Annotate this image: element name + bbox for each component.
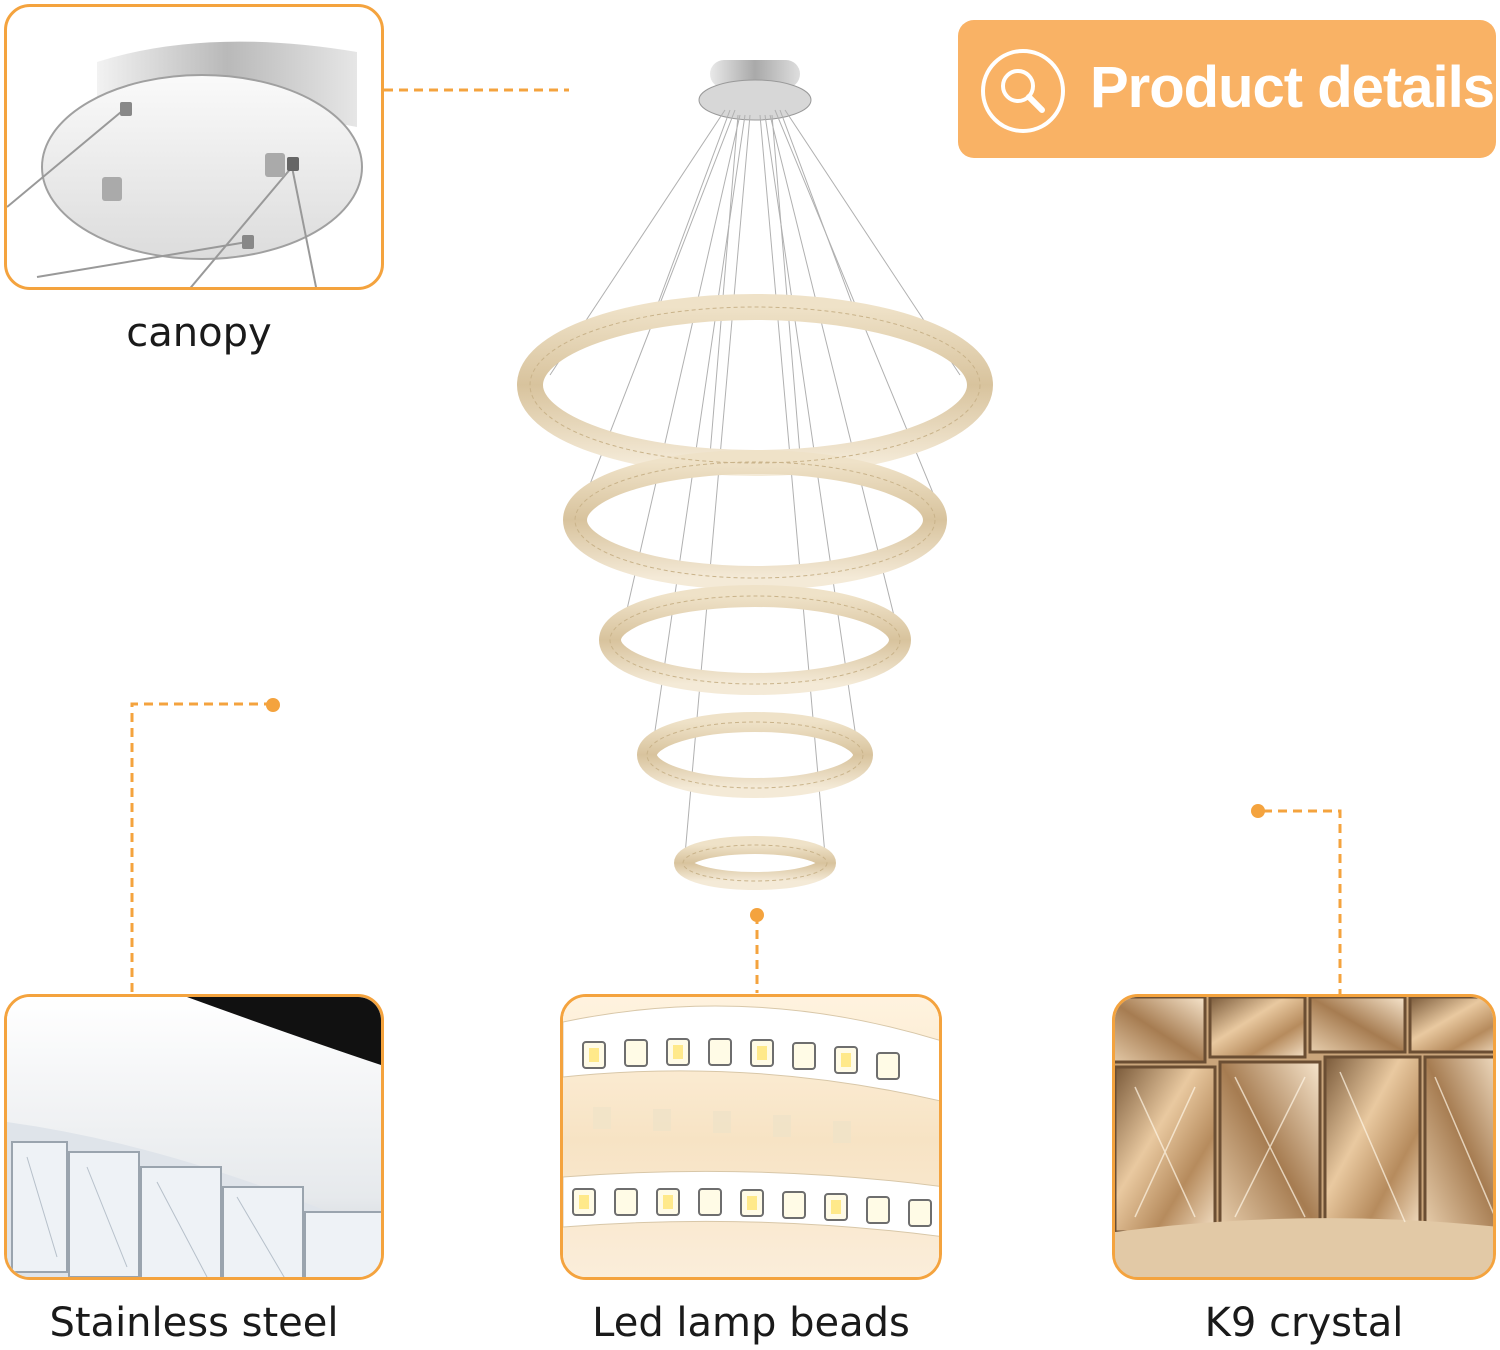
canopy-illustration xyxy=(7,41,363,287)
steel-connector-dot xyxy=(266,698,280,712)
k9-crystal-callout-image xyxy=(1112,994,1496,1280)
stainless-steel-illustration xyxy=(7,997,381,1277)
canopy-callout-image xyxy=(4,4,384,290)
led-beads-caption: Led lamp beads xyxy=(592,1300,910,1346)
steel-connector-line xyxy=(130,702,272,992)
crystal-illustration xyxy=(1115,997,1493,1277)
led-strip-illustration xyxy=(563,997,939,1277)
crystal-connector-line xyxy=(1263,809,1342,997)
canopy-connector-line xyxy=(384,88,569,92)
stainless-steel-callout-image xyxy=(4,994,384,1280)
led-beads-callout-image xyxy=(560,994,942,1280)
crystal-connector-dot xyxy=(1251,804,1265,818)
canopy-caption: canopy xyxy=(126,310,272,356)
chandelier-illustration xyxy=(517,60,993,890)
stainless-steel-caption: Stainless steel xyxy=(49,1300,339,1346)
product-details-badge: Product details xyxy=(958,20,1496,158)
magnifier-icon xyxy=(981,49,1065,133)
badge-title: Product details xyxy=(1090,55,1495,120)
led-connector-line xyxy=(755,915,759,993)
led-connector-dot xyxy=(750,908,764,922)
k9-crystal-caption: K9 crystal xyxy=(1204,1300,1404,1346)
